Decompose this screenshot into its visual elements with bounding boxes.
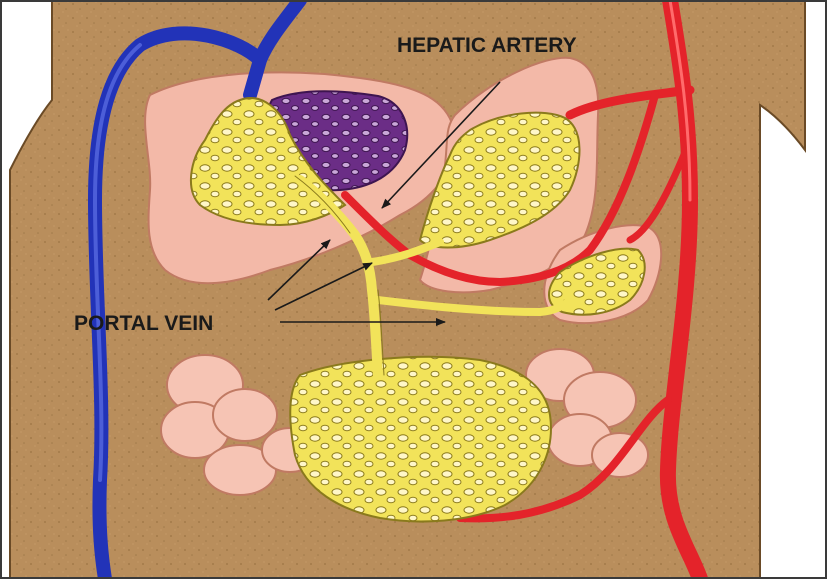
portal-vein-vessels: [295, 175, 574, 380]
portal-vein-label: PORTAL VEIN: [74, 312, 213, 335]
label-arrows: [267, 81, 501, 326]
stomach-capillary-bed: [418, 111, 581, 249]
capillary-beds: [189, 97, 646, 523]
hepatic-artery-vessels: [341, 0, 708, 584]
portal-vein-arrow-upper: [267, 239, 331, 301]
intestine-capillary-bed: [289, 355, 552, 523]
vena-cava-highlight: [92, 43, 142, 482]
portal-vein-arrow-middle: [274, 262, 373, 311]
liver-capillary-bed: [189, 97, 347, 227]
hepatic-artery-label: HEPATIC ARTERY: [397, 34, 577, 57]
hepatic-artery-arrow: [381, 81, 501, 209]
portal-vein-outline: [294, 175, 385, 376]
